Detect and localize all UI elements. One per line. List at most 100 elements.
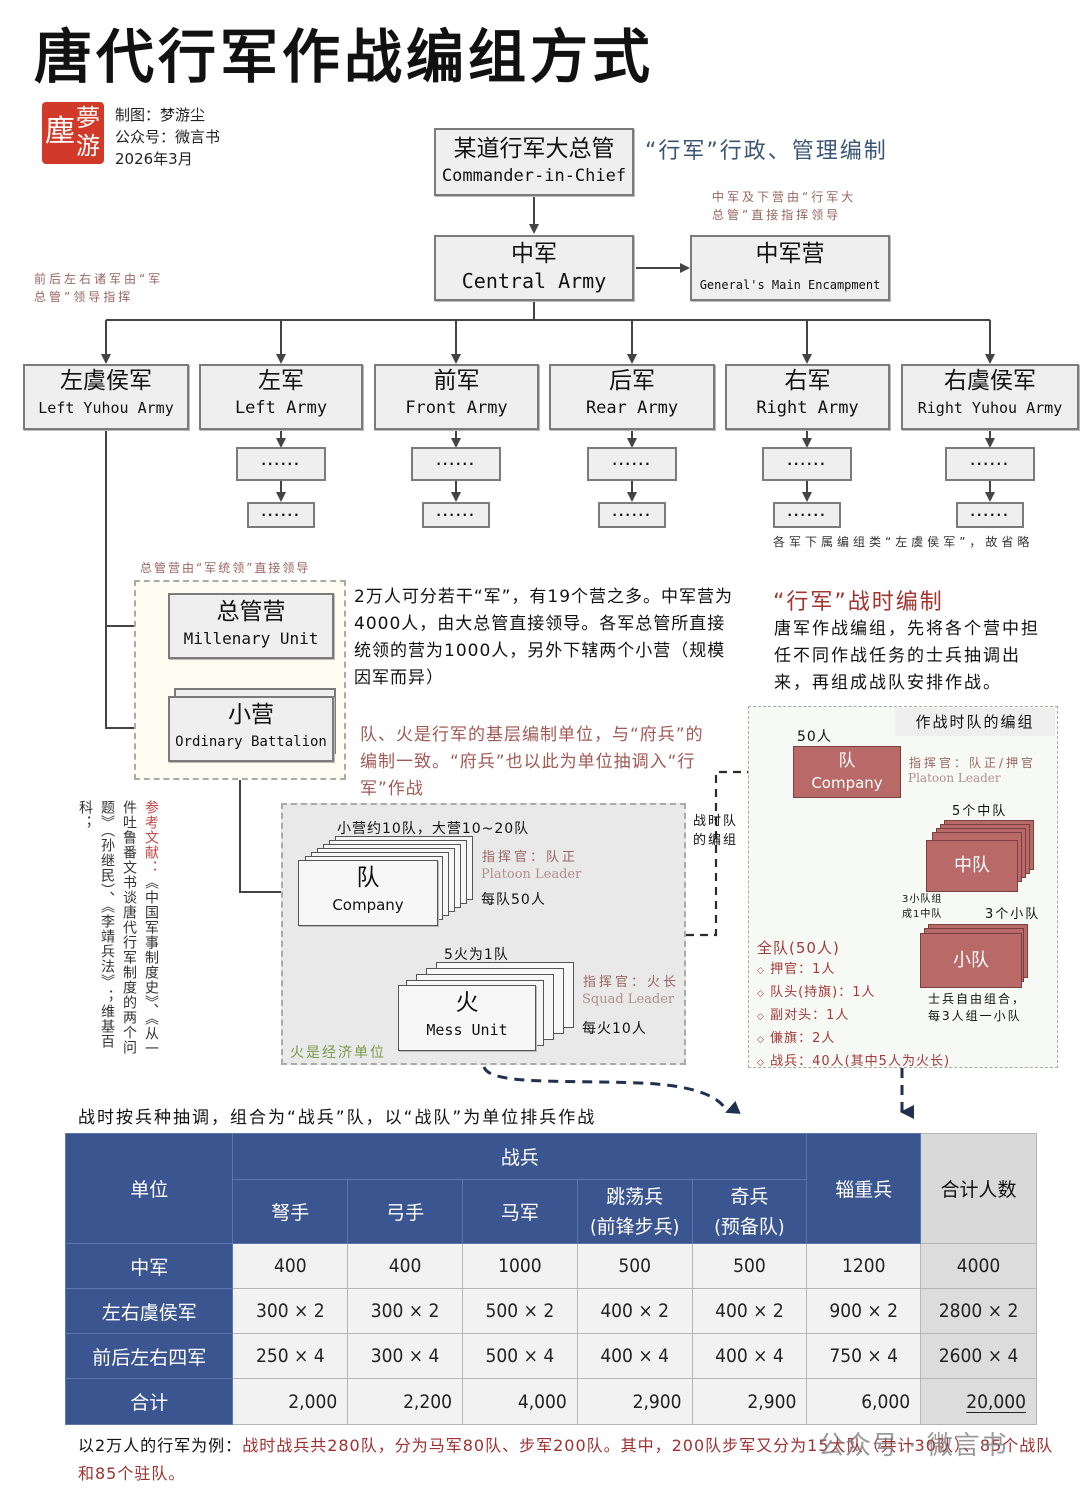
commander-en: Commander-in-Chief — [441, 166, 627, 186]
army-en: Rear Army — [585, 398, 679, 418]
sub-unit-box[interactable]: ······ — [247, 502, 315, 528]
col-header-label: 跳荡兵 — [606, 1185, 664, 1208]
sub-unit-box[interactable]: ······ — [956, 502, 1024, 528]
mess-box[interactable]: 火 Mess Unit — [398, 985, 536, 1051]
company-stack-note: 小营约10队，大营10~20队 — [337, 821, 530, 837]
millenary-box[interactable]: 总管营 Millenary Unit — [168, 593, 334, 659]
cell: 2,900 — [691, 1378, 808, 1425]
row-label: 中军 — [64, 1243, 234, 1289]
army-zh: 前军 — [433, 368, 480, 394]
army-box-left-yuhou[interactable]: 左虞侯军 Left Yuhou Army — [23, 364, 189, 430]
mess-commander: 指挥官：火长 — [583, 975, 680, 990]
army-composition-table: 单位 战兵 辎重兵 合计人数 弩手 弓手 马军 跳荡兵(前锋步兵) 奇兵(预备队… — [64, 1133, 1037, 1425]
cell: 400 — [232, 1243, 349, 1289]
note-line: 每3人组一小队 — [928, 1009, 1022, 1023]
fubing-description: 队、火是行军的基层编制单位，与“府兵”的编制一致。“府兵”也以此为单位抽调入“行… — [360, 725, 704, 799]
cell: 400 × 4 — [576, 1333, 693, 1379]
cell: 250 × 4 — [232, 1333, 349, 1379]
cell: 500 × 4 — [461, 1333, 578, 1379]
total-cell: 2600 × 4 — [920, 1333, 1037, 1379]
seal-char: 夢 — [76, 104, 100, 132]
central-camp-en: General's Main Encampment — [699, 278, 881, 292]
central-army-box[interactable]: 中军 Central Army — [434, 235, 634, 301]
army-en: Right Army — [756, 398, 859, 418]
wartime-heading: “行军”战时编制 — [773, 590, 944, 615]
col-header-sublabel: (预备队) — [714, 1215, 785, 1238]
mess-stack-note: 5火为1队 — [444, 947, 509, 963]
col-header-sublabel: (前锋步兵) — [589, 1215, 680, 1238]
cell: 4,000 — [461, 1378, 578, 1425]
cell: 300 × 2 — [232, 1288, 349, 1334]
sub-unit-box[interactable]: ······ — [598, 502, 666, 528]
footer-body: 战时战兵共280队，分为马军80队、步军200队。其中，200队步军又分为15大… — [78, 1436, 1054, 1483]
col-header-label: 奇兵 — [730, 1185, 769, 1208]
battalion-box[interactable]: 小营 Ordinary Battalion — [168, 696, 334, 762]
watermark: 公众号 · 微言书 — [818, 1431, 1008, 1461]
cell: 6,000 — [806, 1378, 922, 1425]
footer-note: 以2万人的行军为例：战时战兵共280队，分为马军80队、步军200队。其中，20… — [78, 1432, 1068, 1488]
mid-squad-box[interactable]: 中队 — [926, 840, 1018, 892]
army-en: Left Yuhou Army — [38, 399, 174, 417]
commander-box[interactable]: 某道行军大总管 Commander-in-Chief — [434, 128, 634, 196]
army-zh: 左虞侯军 — [60, 368, 152, 394]
commander-zh: 某道行军大总管 — [453, 136, 615, 162]
cell: 2,900 — [576, 1378, 693, 1425]
sub-unit-box[interactable]: ······ — [587, 447, 677, 481]
mess-commander-en: Squad Leader — [582, 992, 675, 1007]
note-omit: 各军下属编组类“左虞侯军”，故省略 — [773, 535, 1034, 549]
sub-unit-box[interactable]: ······ — [411, 447, 501, 481]
central-army-en: Central Army — [461, 269, 607, 293]
cell: 500 × 2 — [461, 1288, 578, 1334]
sub-unit-box[interactable]: ······ — [236, 447, 326, 481]
cell: 750 × 4 — [806, 1333, 922, 1379]
sub-unit-box[interactable]: ······ — [773, 502, 841, 528]
grand-total-cell: 20,000 — [920, 1378, 1037, 1425]
company-commander-en: Platoon Leader — [481, 867, 582, 882]
cell: 2,000 — [232, 1378, 349, 1425]
army-box-right[interactable]: 右军 Right Army — [725, 364, 890, 430]
wartime-company-box[interactable]: 队 Company — [793, 746, 901, 798]
cell: 400 — [347, 1243, 463, 1289]
ying-zone-note: 总管营由“军统领”直接领导 — [140, 561, 311, 575]
millenary-zh: 总管营 — [216, 599, 286, 625]
roster-text: 押官：1人 — [770, 962, 836, 977]
col-header-total: 合计人数 — [920, 1133, 1037, 1244]
army-zh: 右虞侯军 — [944, 368, 1036, 394]
credits: 制图：梦游尘 公众号：微言书 2026年3月 — [115, 104, 220, 170]
small-squad-box[interactable]: 小队 — [920, 933, 1022, 988]
note-line: 3小队组 — [902, 894, 943, 905]
mid-squad-count: 5个中队 — [952, 804, 1008, 819]
sub-unit-box[interactable]: ······ — [762, 447, 852, 481]
central-camp-zh: 中军营 — [755, 241, 825, 267]
battalion-zh: 小营 — [228, 702, 274, 728]
credit-author: 制图：梦游尘 — [115, 106, 206, 124]
central-camp-box[interactable]: 中军营 General's Main Encampment — [690, 235, 890, 301]
cell: 500 — [576, 1243, 693, 1289]
mess-size: 每火10人 — [582, 1021, 647, 1037]
company-box[interactable]: 队 Company — [298, 860, 438, 926]
roster-item: ◇ 副对头：1人 — [757, 1008, 850, 1023]
col-header-label: 弓手 — [386, 1202, 425, 1224]
credit-date: 2026年3月 — [115, 150, 193, 168]
army-box-left[interactable]: 左军 Left Army — [199, 364, 363, 430]
roster-item: ◇ 押官：1人 — [757, 962, 836, 977]
army-box-right-yuhou[interactable]: 右虞侯军 Right Yuhou Army — [901, 364, 1079, 430]
army-box-front[interactable]: 前军 Front Army — [374, 364, 539, 430]
sub-unit-box[interactable]: ······ — [422, 502, 490, 528]
references-heading: 参考文献： — [143, 800, 159, 875]
link-label-line: 的编组 — [693, 833, 739, 848]
company-en: Company — [332, 896, 404, 914]
sub-unit-box[interactable]: ······ — [945, 447, 1035, 481]
wartime-company-commander-en: Platoon Leader — [908, 771, 1001, 785]
cell: 300 × 2 — [347, 1288, 463, 1334]
army-en: Right Yuhou Army — [917, 399, 1063, 417]
roster-text: 队头(持旗)：1人 — [770, 985, 876, 1000]
wartime-company-en: Company — [811, 774, 883, 792]
cell: 400 × 4 — [691, 1333, 808, 1379]
company-commander: 指挥官：队正 — [482, 850, 579, 865]
army-zh: 右军 — [784, 368, 831, 394]
note-line: 总管”领导指挥 — [34, 290, 134, 304]
cell: 400 × 2 — [576, 1288, 693, 1334]
army-box-rear[interactable]: 后军 Rear Army — [549, 364, 715, 430]
small-squad-note: 士兵自由组合， 每3人组一小队 — [928, 991, 1026, 1025]
